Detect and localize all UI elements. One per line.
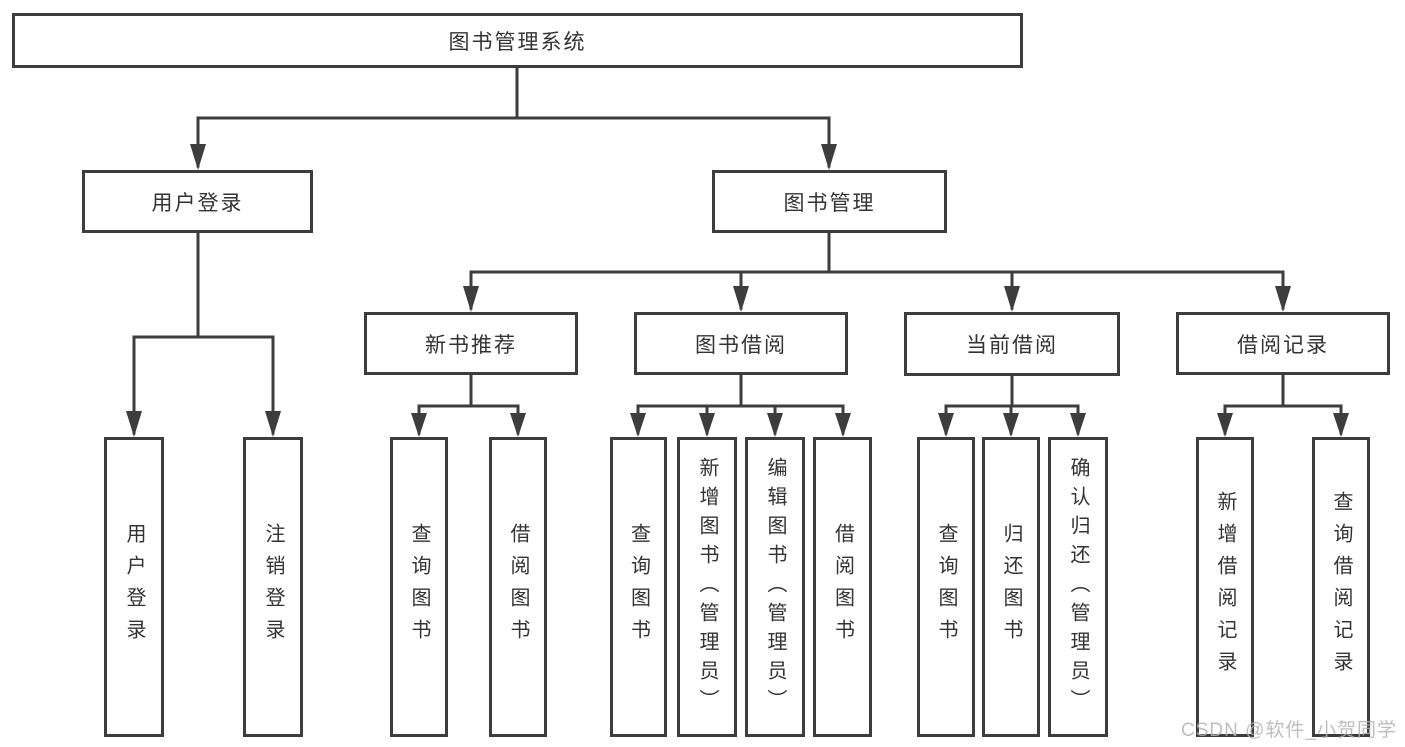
node-user-login-label: 用户登录 bbox=[151, 191, 244, 215]
leaf-borrow-books-recommend: 借阅图书 bbox=[489, 437, 547, 737]
node-borrow-records: 借阅记录 bbox=[1176, 312, 1390, 375]
node-root: 图书管理系统 bbox=[12, 13, 1023, 68]
arrowhead bbox=[1217, 413, 1233, 437]
leaf-query-books-current-label: 查询图书 bbox=[935, 523, 957, 651]
arrowhead bbox=[699, 413, 715, 437]
connector-current-borrow-to-leaves bbox=[938, 374, 1086, 437]
leaf-logout: 注销登录 bbox=[243, 437, 303, 737]
leaf-borrow-books: 借阅图书 bbox=[813, 437, 872, 737]
node-user-login: 用户登录 bbox=[82, 170, 313, 233]
node-current-borrow: 当前借阅 bbox=[904, 312, 1120, 376]
arrowhead bbox=[630, 413, 646, 437]
arrowhead bbox=[510, 413, 526, 437]
leaf-confirm-return-admin: 确认归还（管理员） bbox=[1048, 437, 1108, 737]
arrowhead bbox=[938, 413, 954, 437]
leaf-return-books-label: 归还图书 bbox=[1000, 523, 1022, 651]
leaf-borrow-books-label: 借阅图书 bbox=[831, 523, 854, 651]
leaf-return-books: 归还图书 bbox=[982, 437, 1040, 737]
leaf-add-borrow-record: 新增借阅记录 bbox=[1196, 437, 1254, 737]
node-book-borrow-label: 图书借阅 bbox=[695, 333, 787, 357]
arrowhead bbox=[411, 413, 427, 437]
arrowhead bbox=[1003, 413, 1019, 437]
arrowhead bbox=[190, 144, 206, 170]
arrowhead bbox=[1070, 413, 1086, 437]
arrowhead bbox=[733, 286, 749, 312]
leaf-edit-books-admin-label: 编辑图书（管理员） bbox=[764, 456, 786, 718]
arrowhead bbox=[767, 413, 783, 437]
node-root-label: 图书管理系统 bbox=[448, 30, 587, 54]
leaf-query-books-borrow: 查询图书 bbox=[610, 437, 667, 737]
leaf-add-books-admin: 新增图书（管理员） bbox=[677, 437, 737, 737]
connector-root-to-level2 bbox=[190, 66, 837, 170]
leaf-logout-label: 注销登录 bbox=[262, 523, 284, 651]
arrowhead bbox=[821, 144, 837, 170]
connector-book-borrow-to-leaves bbox=[630, 373, 851, 437]
node-borrow-records-label: 借阅记录 bbox=[1237, 333, 1329, 357]
arrowhead bbox=[1275, 286, 1291, 312]
leaf-borrow-books-recommend-label: 借阅图书 bbox=[507, 523, 529, 651]
arrowhead bbox=[835, 413, 851, 437]
leaf-query-borrow-record-label: 查询借阅记录 bbox=[1330, 491, 1352, 683]
leaf-query-books-recommend-label: 查询图书 bbox=[408, 523, 430, 651]
node-book-management-label: 图书管理 bbox=[783, 191, 876, 215]
connector-book-management-to-sections bbox=[463, 231, 1291, 312]
leaf-query-books-borrow-label: 查询图书 bbox=[627, 523, 650, 651]
leaf-user-login-label: 用户登录 bbox=[123, 523, 145, 651]
node-current-borrow-label: 当前借阅 bbox=[966, 334, 1058, 357]
node-new-book-recommend-label: 新书推荐 bbox=[425, 333, 517, 357]
arrowhead bbox=[1004, 286, 1020, 312]
arrowhead bbox=[126, 411, 142, 437]
leaf-user-login: 用户登录 bbox=[104, 437, 164, 737]
leaf-add-borrow-record-label: 新增借阅记录 bbox=[1214, 491, 1236, 683]
leaf-add-books-admin-label: 新增图书（管理员） bbox=[696, 456, 718, 718]
leaf-query-books-current: 查询图书 bbox=[917, 437, 975, 737]
node-new-book-recommend: 新书推荐 bbox=[364, 312, 578, 375]
arrowhead bbox=[463, 286, 479, 312]
csdn-watermark: CSDN @软件_小贺同学 bbox=[1181, 720, 1397, 741]
connector-user-login-to-leaves bbox=[126, 231, 281, 437]
leaf-query-books-recommend: 查询图书 bbox=[390, 437, 448, 737]
node-book-borrow: 图书借阅 bbox=[634, 312, 848, 375]
node-book-management: 图书管理 bbox=[712, 170, 947, 233]
leaf-query-borrow-record: 查询借阅记录 bbox=[1312, 437, 1370, 737]
arrowhead bbox=[1333, 413, 1349, 437]
connector-borrow-records-to-leaves bbox=[1217, 373, 1349, 437]
leaf-edit-books-admin: 编辑图书（管理员） bbox=[745, 437, 805, 737]
arrowhead bbox=[265, 411, 281, 437]
leaf-confirm-return-admin-label: 确认归还（管理员） bbox=[1067, 456, 1089, 718]
connector-new-book-recommend-to-leaves bbox=[411, 373, 526, 437]
